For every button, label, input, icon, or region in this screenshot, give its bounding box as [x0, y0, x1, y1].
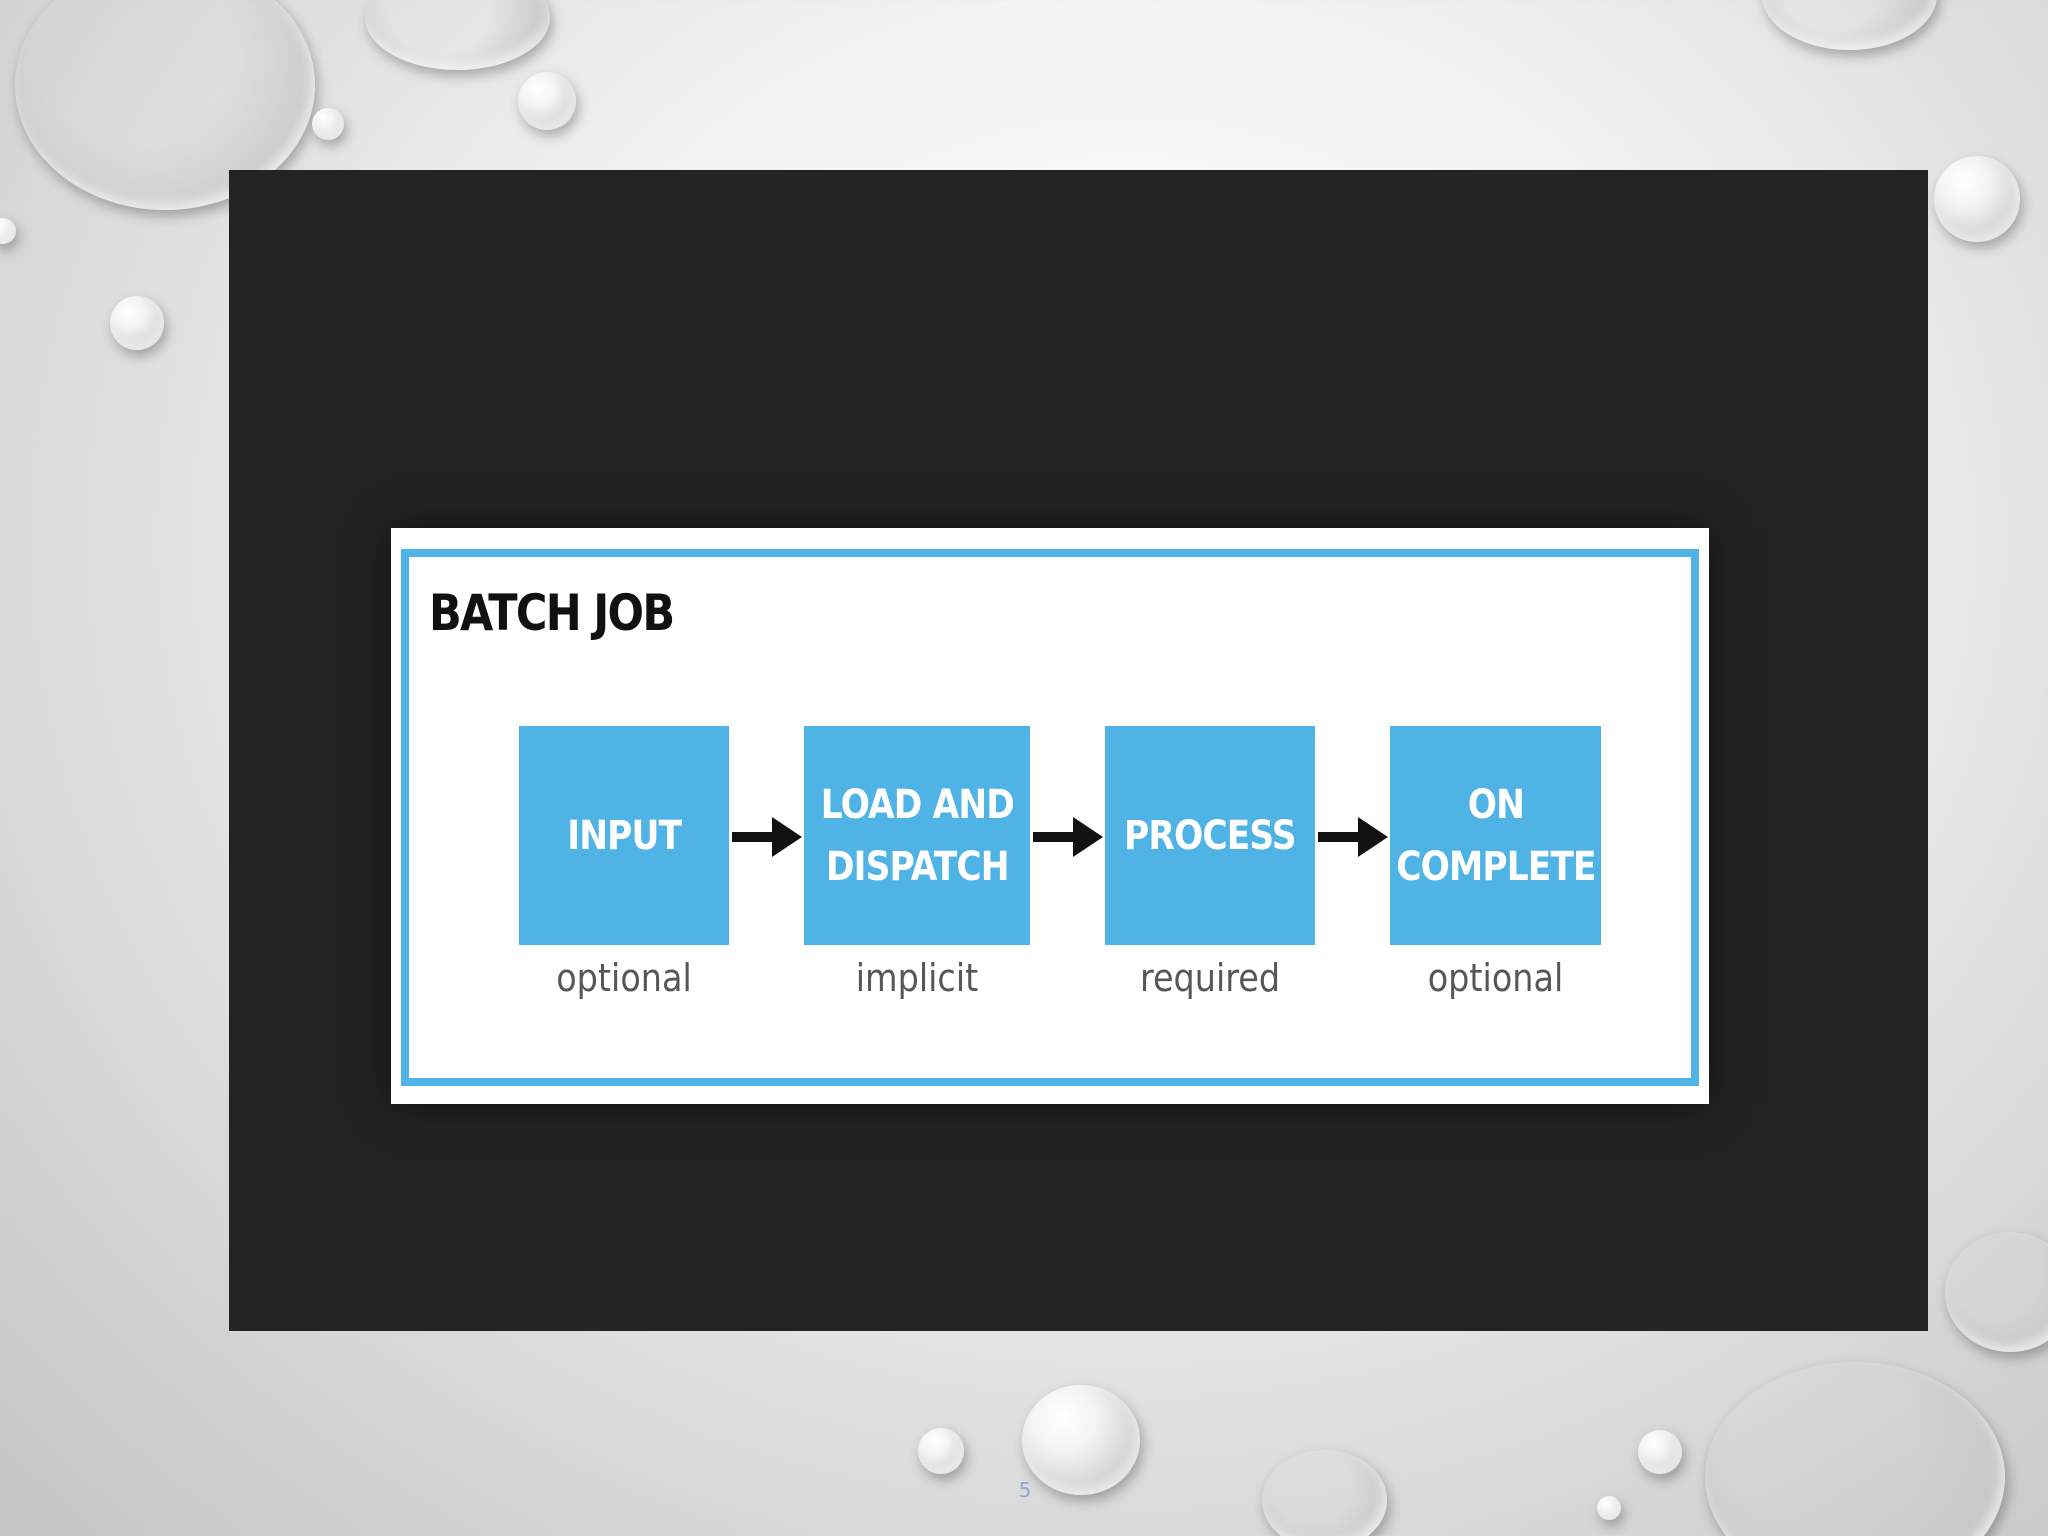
- water-droplet-icon: [1945, 1232, 2048, 1352]
- water-droplet-icon: [918, 1428, 964, 1474]
- water-droplet-icon: [1762, 0, 1937, 50]
- water-droplet-icon: [312, 108, 344, 140]
- water-droplet-icon: [1262, 1450, 1387, 1536]
- arrow-right-icon: [732, 817, 802, 857]
- step-label: LOAD AND DISPATCH: [820, 781, 1014, 890]
- step-load-and-dispatch: LOAD AND DISPATCH: [804, 726, 1030, 945]
- water-droplet-icon: [1705, 1362, 2005, 1536]
- step-label: INPUT: [567, 812, 682, 859]
- water-droplet-icon: [0, 218, 16, 244]
- step-note-on-complete: optional: [1427, 956, 1564, 1000]
- step-input: INPUT: [519, 726, 729, 945]
- water-droplet-icon: [365, 0, 550, 70]
- step-note-process: required: [1139, 956, 1281, 1000]
- step-note-load-and-dispatch: implicit: [855, 956, 979, 1000]
- water-droplet-icon: [1638, 1430, 1682, 1474]
- step-on-complete: ON COMPLETE: [1390, 726, 1601, 945]
- water-droplet-icon: [518, 72, 576, 130]
- step-label: ON COMPLETE: [1395, 781, 1596, 890]
- step-note-input: optional: [556, 956, 692, 1000]
- water-droplet-icon: [1934, 156, 2020, 242]
- water-droplet-icon: [110, 296, 164, 350]
- water-droplet-icon: [1022, 1385, 1140, 1495]
- diagram-border: [401, 549, 1699, 1086]
- step-label: PROCESS: [1124, 812, 1297, 859]
- page-number: 5: [1018, 1478, 1032, 1502]
- water-droplet-icon: [1597, 1496, 1621, 1520]
- batch-job-diagram: BATCH JOB INPUT LOAD AND DISPATCH PROCES…: [391, 528, 1709, 1104]
- step-process: PROCESS: [1105, 726, 1315, 945]
- arrow-right-icon: [1033, 817, 1103, 857]
- diagram-title: BATCH JOB: [429, 584, 675, 642]
- arrow-right-icon: [1318, 817, 1388, 857]
